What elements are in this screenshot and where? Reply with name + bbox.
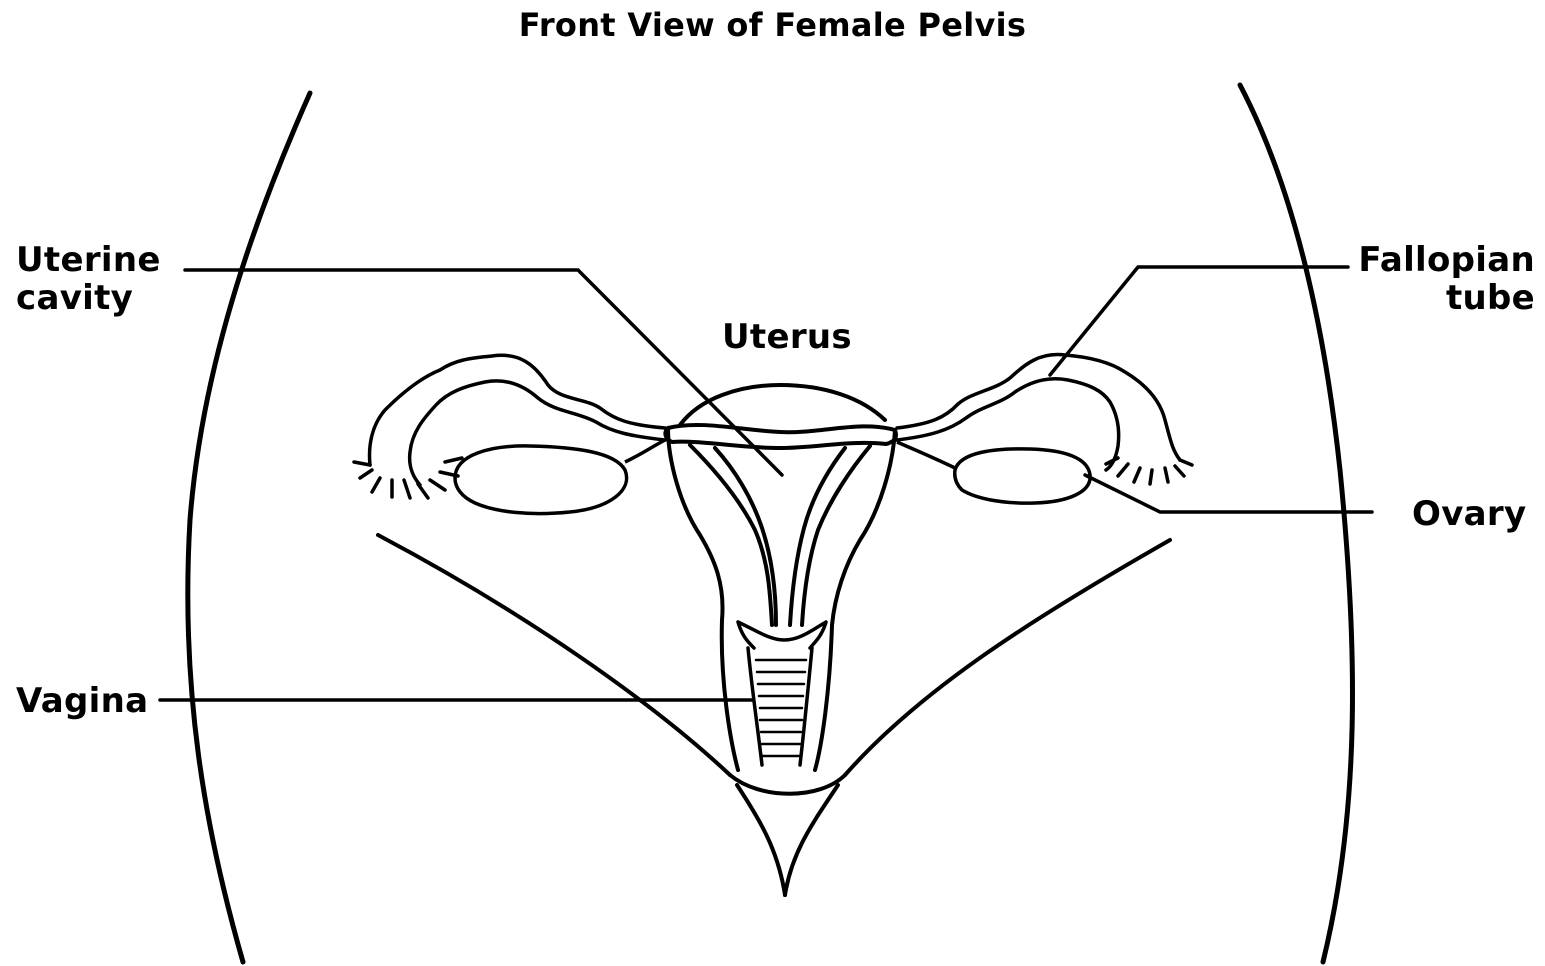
fallopian-tubes	[354, 355, 1192, 498]
vaginal-rugae	[756, 660, 806, 756]
uterus	[665, 385, 896, 770]
label-fallopian-tube-line2: tube	[1358, 279, 1535, 317]
label-uterine-cavity-line1: Uterine	[16, 241, 161, 279]
label-fallopian-tube-line1: Fallopian	[1358, 241, 1535, 279]
left-ovary	[455, 446, 627, 514]
left-body-contour	[188, 93, 310, 962]
label-vagina: Vagina	[16, 682, 148, 720]
cervix	[738, 622, 826, 648]
label-uterus: Uterus	[722, 318, 852, 356]
uterine-top-rim	[665, 425, 896, 448]
pubic-point-left	[737, 785, 785, 895]
left-fallopian-tube	[370, 355, 665, 465]
left-fallopian-tube-inner	[410, 381, 665, 485]
left-groin-line	[378, 535, 730, 775]
label-fallopian-tube: Fallopian tube	[1358, 241, 1535, 317]
right-body-contour	[1240, 85, 1353, 962]
right-ovarian-ligament	[897, 442, 955, 468]
diagram-title: Front View of Female Pelvis	[0, 6, 1545, 44]
right-fimbriae	[1106, 458, 1192, 484]
vaginal-canal-left	[748, 648, 762, 765]
ovary-leader	[1085, 475, 1372, 512]
vaginal-canal-right	[800, 648, 812, 765]
body-outline	[188, 85, 1353, 962]
uterine-cavity-leader	[185, 270, 782, 475]
perineum-curve	[730, 775, 845, 794]
right-groin-line	[845, 540, 1170, 775]
right-fallopian-tube	[897, 355, 1180, 460]
left-fimbriae	[354, 458, 462, 498]
uterus-body-outline	[668, 428, 895, 770]
right-ovary	[955, 449, 1090, 503]
ovaries	[455, 440, 1090, 514]
label-uterine-cavity-line2: cavity	[16, 279, 161, 317]
vagina	[738, 622, 826, 765]
label-ovary: Ovary	[1412, 495, 1526, 533]
label-uterine-cavity: Uterine cavity	[16, 241, 161, 317]
left-ovarian-ligament	[625, 440, 665, 462]
pubic-point-right	[785, 785, 838, 895]
